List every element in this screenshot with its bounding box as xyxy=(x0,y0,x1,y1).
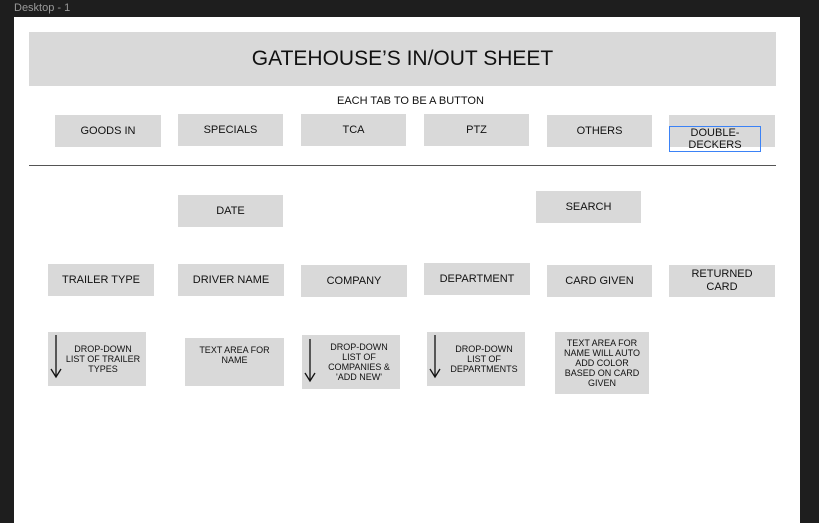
column-returned-card: RETURNED CARD xyxy=(669,265,775,297)
tab-specials[interactable]: SPECIALS xyxy=(178,114,283,146)
tab-double-deckers-bg xyxy=(669,115,775,147)
frame-label: Desktop - 1 xyxy=(14,2,71,14)
card-given-textarea[interactable]: TEXT AREA FOR NAME WILL AUTO ADD COLOR B… xyxy=(555,332,649,394)
column-department: DEPARTMENT xyxy=(424,263,530,295)
column-company: COMPANY xyxy=(301,265,407,297)
tab-goods-in[interactable]: GOODS IN xyxy=(55,115,161,147)
selection-frame xyxy=(669,126,761,152)
divider xyxy=(29,165,776,166)
column-trailer-type: TRAILER TYPE xyxy=(48,264,154,296)
arrow-down-icon xyxy=(429,335,441,379)
column-driver-name: DRIVER NAME xyxy=(178,264,284,296)
tab-tca[interactable]: TCA xyxy=(301,114,406,146)
page-title: GATEHOUSE’S IN/OUT SHEET xyxy=(29,32,776,86)
tabs-note: EACH TAB TO BE A BUTTON xyxy=(337,95,484,107)
department-dropdown[interactable]: DROP-DOWN LIST OF DEPARTMENTS xyxy=(427,332,525,386)
tab-ptz[interactable]: PTZ xyxy=(424,114,529,146)
date-button[interactable]: DATE xyxy=(178,195,283,227)
arrow-down-icon xyxy=(304,339,316,383)
column-card-given: CARD GIVEN xyxy=(547,265,652,297)
arrow-down-icon xyxy=(50,335,62,379)
tab-double-deckers[interactable]: DOUBLE-DECKERS xyxy=(688,127,742,151)
tab-others[interactable]: OTHERS xyxy=(547,115,652,147)
driver-name-textarea[interactable]: TEXT AREA FOR NAME xyxy=(185,338,284,386)
trailer-type-dropdown[interactable]: DROP-DOWN LIST OF TRAILER TYPES xyxy=(48,332,146,386)
company-dropdown[interactable]: DROP-DOWN LIST OF COMPANIES & 'ADD NEW' xyxy=(302,335,400,389)
search-button[interactable]: SEARCH xyxy=(536,191,641,223)
canvas: GATEHOUSE’S IN/OUT SHEET EACH TAB TO BE … xyxy=(14,17,800,523)
